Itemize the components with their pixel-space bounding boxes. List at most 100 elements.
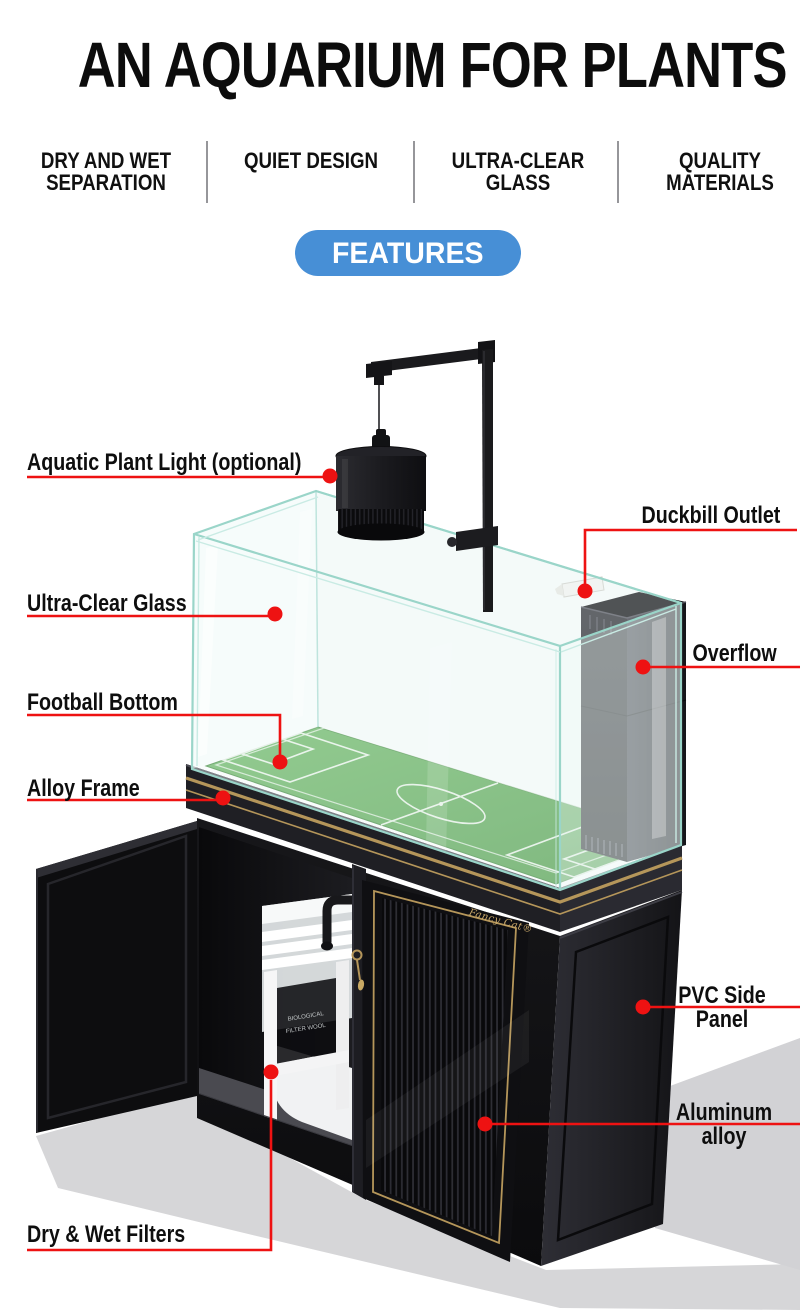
glass-right-pane — [560, 603, 681, 890]
center-circle — [396, 783, 486, 825]
glass-left-pane — [192, 491, 318, 769]
cabinet-interior: BIOLOGICAL FILTER WOOL — [199, 827, 352, 1146]
dry-wet-filter-unit: BIOLOGICAL FILTER WOOL — [262, 894, 352, 1140]
open-door-top-edge — [36, 821, 197, 878]
callout-alu-line2: alloy — [701, 1123, 747, 1150]
callout-lines — [27, 475, 800, 1252]
dot-aluminum — [477, 1116, 493, 1132]
dot-football — [272, 754, 288, 770]
door-sheen — [366, 1010, 529, 1168]
callout-dry-wet: Dry & Wet Filters — [27, 1223, 220, 1247]
feature-line: GLASS — [485, 170, 551, 195]
dot-ultra-clear — [267, 606, 283, 622]
feature-dry-wet-separation: DRY AND WET SEPARATION — [0, 150, 212, 194]
gold-pinstripes — [185, 776, 683, 915]
pole-clamp — [456, 526, 498, 551]
overflow-seam — [580, 699, 687, 717]
glass-edges — [190, 489, 683, 892]
callout-plant-light: Aquatic Plant Light (optional) — [27, 451, 362, 475]
stand-post-left — [264, 970, 277, 1126]
light-arm-bracket — [366, 361, 392, 378]
feature-line: DRY AND WET — [40, 148, 172, 173]
shadow-left — [36, 1090, 800, 1310]
line-dry-wet — [27, 1080, 273, 1252]
stand-post-right — [336, 960, 349, 1110]
key-tassel — [357, 979, 365, 991]
side-panel-inset-frame — [556, 915, 670, 1242]
lamp-body — [335, 429, 427, 541]
alloy-frame-front — [186, 764, 560, 932]
feature-divider — [617, 141, 619, 203]
overflow-top-vents — [589, 615, 612, 635]
callout-pvc-line1: PVC Side — [678, 982, 766, 1009]
goal-box-left — [239, 738, 316, 765]
feature-line: MATERIALS — [666, 170, 774, 195]
plant-light — [335, 340, 498, 612]
callout-pvc-panel: PVC Side Panel — [602, 984, 800, 1032]
feature-divider — [206, 141, 208, 203]
reflection-streak — [652, 617, 666, 839]
feature-line: SEPARATION — [46, 170, 166, 195]
glass-inner-edges — [195, 496, 677, 888]
feature-line: QUALITY — [678, 148, 762, 173]
callout-alu-line1: Aluminum — [675, 1099, 773, 1126]
feature-quality-materials: QUALITY MATERIALS — [614, 150, 800, 194]
filter-label-line1: BIOLOGICAL — [287, 1011, 324, 1023]
lamp-highlight — [342, 459, 348, 508]
callout-ultra-clear-text: Ultra-Clear Glass — [27, 590, 187, 617]
feature-divider — [413, 141, 415, 203]
line-duckbill — [583, 528, 797, 584]
dot-pvc — [635, 999, 651, 1015]
line-football — [27, 713, 282, 755]
open-door-inset — [46, 834, 188, 1120]
gold-stripe-thin — [185, 789, 683, 915]
glass-right-top-edge — [559, 601, 682, 648]
lamp-cylinder — [336, 456, 426, 511]
callout-duckbill: Duckbill Outlet — [480, 504, 780, 528]
side-panel-highlight — [559, 891, 683, 939]
shadow-right-wedge — [655, 1038, 800, 1270]
louvered-door-gold-frame — [372, 889, 517, 1245]
overflow-bottom-vents — [585, 835, 623, 857]
callout-football: Football Bottom — [27, 691, 211, 715]
dot-duckbill — [577, 583, 593, 599]
callout-dots — [215, 468, 651, 1132]
features-badge: FEATURES — [295, 230, 521, 276]
callout-plant-light-text: Aquatic Plant Light (optional) — [27, 449, 302, 476]
callout-overflow: Overflow — [477, 642, 777, 666]
callout-alloy-frame: Alloy Frame — [27, 777, 164, 801]
feature-ultra-clear-glass: ULTRA-CLEAR GLASS — [412, 150, 624, 194]
dot-plant-light — [322, 468, 338, 484]
feature-line: ULTRA-CLEAR — [451, 148, 585, 173]
dot-alloy-frame — [215, 790, 231, 806]
alloy-frame-right — [560, 844, 682, 932]
callout-aluminum-alloy: Aluminum alloy — [604, 1101, 800, 1149]
feature-quiet-design: QUIET DESIGN — [205, 150, 417, 172]
overflow-top-opening — [581, 592, 686, 618]
callout-football-text: Football Bottom — [27, 689, 178, 716]
wire-hook — [374, 376, 384, 385]
reflection-streak — [426, 642, 452, 852]
features-badge-text: FEATURES — [332, 237, 484, 270]
callout-alloy-frame-text: Alloy Frame — [27, 775, 140, 802]
stand-shelf — [264, 1050, 349, 1078]
louvered-door-ridges — [381, 898, 508, 1236]
dot-dry-wet — [263, 1064, 279, 1080]
page-title-text: AN AQUARIUM FOR PLANTS — [77, 29, 788, 101]
key-and-keyhole — [351, 949, 365, 991]
lamp-bottom-rim — [337, 523, 425, 541]
page-title: AN AQUARIUM FOR PLANTS — [0, 28, 800, 102]
callout-ultra-clear: Ultra-Clear Glass — [27, 592, 222, 616]
louvered-door — [362, 880, 529, 1262]
callout-overflow-text: Overflow — [692, 640, 777, 667]
open-door — [36, 821, 197, 1133]
pipe-nozzle — [321, 941, 333, 951]
inlet-pipe — [322, 895, 352, 947]
open-door-panel — [36, 821, 197, 1133]
overflow-face-left — [581, 607, 627, 862]
dot-overflow — [635, 659, 651, 675]
glass-reflections — [198, 509, 666, 852]
cabinet: BIOLOGICAL FILTER WOOL — [36, 764, 683, 1266]
